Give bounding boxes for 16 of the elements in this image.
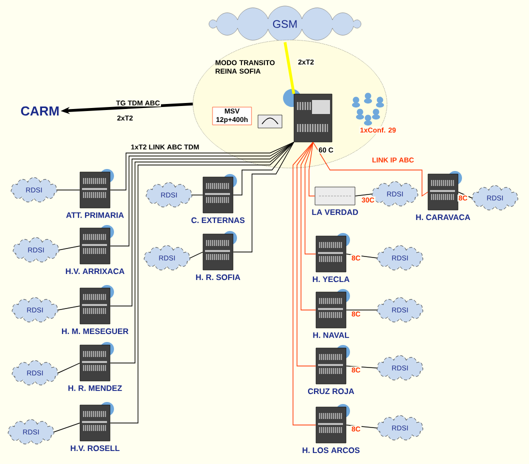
site-label: H. R. SOFIA xyxy=(196,274,240,280)
site-label: H.V. ARRIXACA xyxy=(66,268,124,274)
endpoint-label: CARM xyxy=(21,106,59,116)
site-label: H. M. MESEGUER xyxy=(62,328,128,334)
site-label: LA VERDAD xyxy=(312,209,358,215)
site-label: H. R. MENDEZ xyxy=(68,385,122,391)
site-label: H. CARAVACA xyxy=(416,214,470,220)
site-label: C. EXTERNAS xyxy=(191,217,245,224)
site-label: H. LOS ARCOS xyxy=(302,447,360,454)
site-label: CRUZ ROJA xyxy=(308,388,354,394)
site-label: H. NAVAL xyxy=(313,332,350,338)
site-label: H. YECLA xyxy=(312,276,350,282)
cloud: GSM xyxy=(208,6,362,42)
server-drawing xyxy=(283,89,332,142)
site-label: H.V. ROSELL xyxy=(70,445,120,452)
site-label: ATT. PRIMARIA xyxy=(66,212,124,218)
